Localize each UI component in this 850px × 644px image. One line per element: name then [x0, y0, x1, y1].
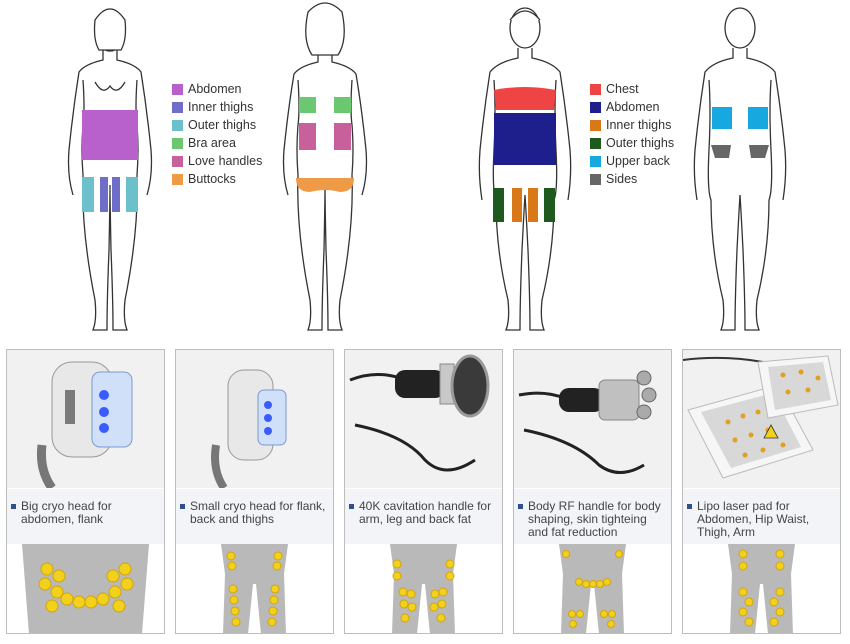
legend-item: Upper back — [590, 152, 674, 170]
waist-thigh-arm-map — [728, 544, 795, 633]
legend-item: Outer thighs — [590, 134, 674, 152]
legend-swatch — [172, 101, 183, 113]
lipo-laser-pad-photo — [683, 350, 840, 488]
caption-text: Big cryo head for abdomen, flank — [21, 499, 112, 526]
legend-swatch — [172, 83, 183, 95]
male-legend: Chest Abdomen Inner thighs Outer thighs … — [590, 80, 674, 188]
bullet-icon — [349, 504, 354, 509]
legend-swatch — [172, 173, 183, 185]
bullet-icon — [687, 504, 692, 509]
caption-text: 40K cavitation handle for arm, leg and b… — [359, 499, 492, 526]
female-front-figure — [67, 8, 153, 331]
body-shaping-map — [559, 544, 626, 633]
product-card: Lipo laser pad for Abdomen, Hip Waist, T… — [682, 349, 841, 634]
legend-label: Buttocks — [188, 172, 236, 186]
legend-swatch — [172, 119, 183, 131]
legend-label: Sides — [606, 172, 638, 186]
legend-swatch — [590, 101, 601, 113]
female-legend: Abdomen Inner thighs Outer thighs Bra ar… — [172, 80, 262, 188]
bullet-icon — [180, 504, 185, 509]
legend-label: Bra area — [188, 136, 236, 150]
product-caption: Big cryo head for abdomen, flank — [11, 500, 161, 526]
product-caption: Small cryo head for flank, back and thig… — [180, 500, 330, 526]
caption-text: Small cryo head for flank, back and thig… — [190, 499, 326, 526]
legend-item: Inner thighs — [172, 98, 262, 116]
legend-swatch — [590, 173, 601, 185]
legend-item: Love handles — [172, 152, 262, 170]
product-card: Small cryo head for flank, back and thig… — [175, 349, 334, 634]
legend-swatch — [590, 119, 601, 131]
caption-text: Lipo laser pad for Abdomen, Hip Waist, T… — [697, 499, 810, 539]
legend-swatch — [590, 155, 601, 167]
legend-label: Outer thighs — [606, 136, 675, 150]
legend-label: Upper back — [606, 154, 670, 168]
legend-item: Sides — [590, 170, 674, 188]
legend-item: Outer thighs — [172, 116, 262, 134]
male-back-figure — [693, 7, 787, 331]
product-card: 40K cavitation handle for arm, leg and b… — [344, 349, 503, 634]
legend-item: Buttocks — [172, 170, 262, 188]
cavitation-handle-photo — [345, 350, 502, 488]
product-caption: Body RF handle for body shaping, skin ti… — [518, 500, 668, 539]
legend-label: Inner thighs — [606, 118, 672, 132]
legend-swatch — [590, 83, 601, 95]
caption-background — [514, 489, 671, 544]
legend-item: Chest — [590, 80, 674, 98]
product-caption: Lipo laser pad for Abdomen, Hip Waist, T… — [687, 500, 837, 539]
bullet-icon — [11, 504, 16, 509]
arms-legs-map — [390, 544, 457, 633]
legend-label: Outer thighs — [188, 118, 257, 132]
product-card: Big cryo head for abdomen, flank — [6, 349, 165, 634]
small-cryo-head-photo — [176, 350, 333, 488]
legend-item: Bra area — [172, 134, 262, 152]
legend-label: Inner thighs — [188, 100, 254, 114]
flank-back-thighs-map — [221, 544, 288, 633]
legend-swatch — [172, 155, 183, 167]
rf-handle-photo — [514, 350, 671, 488]
legend-item: Abdomen — [590, 98, 674, 116]
caption-text: Body RF handle for body shaping, skin ti… — [528, 499, 661, 539]
caption-background — [176, 489, 333, 544]
legend-swatch — [172, 137, 183, 149]
legend-item: Abdomen — [172, 80, 262, 98]
legend-swatch — [590, 137, 601, 149]
product-card: Body RF handle for body shaping, skin ti… — [513, 349, 672, 634]
legend-label: Chest — [606, 82, 639, 96]
legend-label: Abdomen — [188, 82, 242, 96]
big-cryo-head-photo — [7, 350, 164, 488]
legend-item: Inner thighs — [590, 116, 674, 134]
bullet-icon — [518, 504, 523, 509]
caption-background — [345, 489, 502, 544]
caption-background — [7, 489, 164, 544]
abdomen-flank-map — [22, 544, 149, 633]
male-front-figure — [478, 7, 572, 331]
legend-label: Love handles — [188, 154, 263, 168]
product-caption: 40K cavitation handle for arm, leg and b… — [349, 500, 499, 526]
caption-background — [683, 489, 840, 544]
female-back-figure — [282, 2, 368, 331]
legend-label: Abdomen — [606, 100, 660, 114]
